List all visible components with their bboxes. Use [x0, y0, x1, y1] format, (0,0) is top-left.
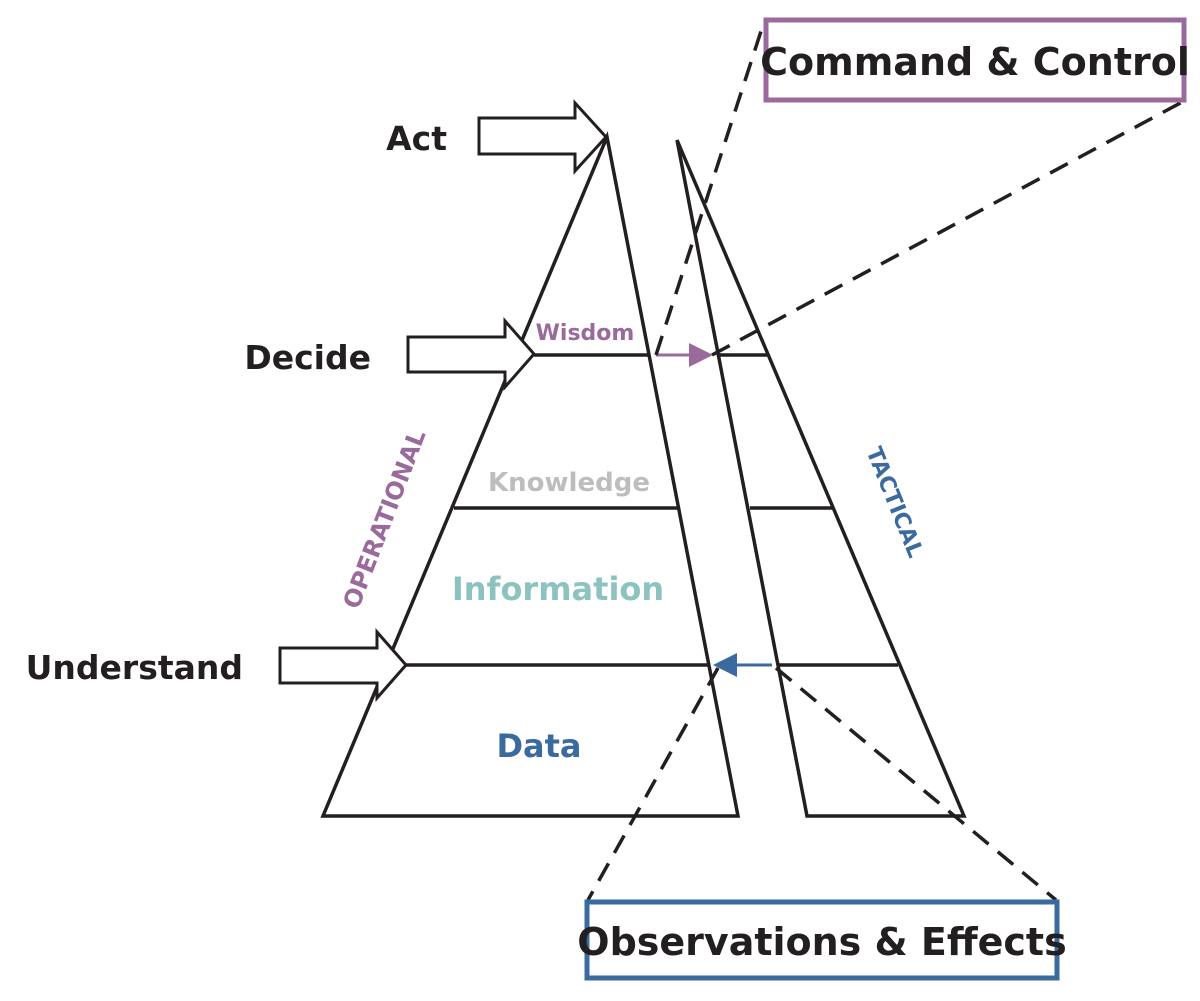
decide-arrow [406, 317, 536, 391]
operational-label: OPERATIONAL [338, 426, 432, 613]
callout-line-command-upper [654, 21, 766, 356]
data-label: Data [496, 727, 581, 765]
decide-label: Decide [244, 338, 371, 377]
knowledge-label: Knowledge [488, 468, 650, 498]
observations-effects-label: Observations & Effects [577, 920, 1066, 964]
callout-line-observations-left [586, 667, 720, 901]
command-control-box [763, 17, 1187, 103]
understand-arrow [278, 628, 408, 702]
information-label: Information [452, 570, 664, 608]
callout-line-observations-right [774, 666, 1058, 902]
callout-line-command-lower [711, 99, 1185, 357]
understand-label: Understand [26, 648, 243, 687]
operational-pyramid [320, 130, 741, 818]
act-arrow [477, 99, 609, 175]
act-label: Act [386, 119, 447, 158]
wisdom-label: Wisdom [536, 321, 635, 346]
tactical-label: TACTICAL [861, 444, 928, 562]
tactical-pyramid [675, 139, 967, 818]
command-control-label: Command & Control [760, 40, 1190, 84]
observations-effects-box [584, 899, 1060, 981]
